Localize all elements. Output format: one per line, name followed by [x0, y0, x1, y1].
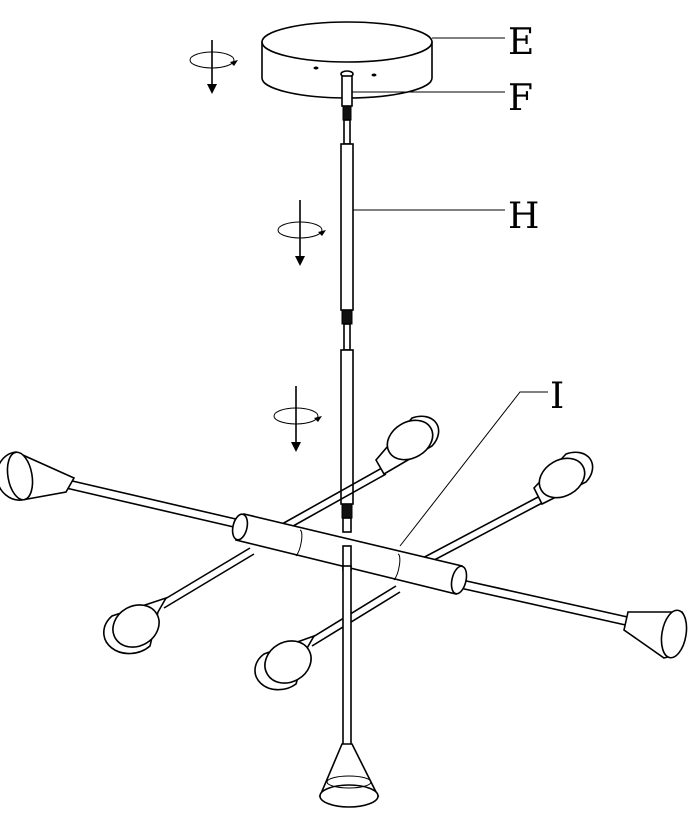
rotate-down-arrow-icon — [277, 200, 326, 266]
leader-line-I — [399, 391, 548, 547]
ceiling-canopy — [261, 21, 433, 99]
arm-hub — [231, 513, 468, 595]
label-I: I — [550, 376, 564, 417]
rotate-down-arrow-icon — [273, 386, 322, 452]
label-E: E — [508, 22, 534, 63]
front-arm-down — [318, 565, 380, 808]
label-F: F — [508, 78, 533, 119]
front-arm-mid — [254, 585, 401, 691]
label-H: H — [508, 196, 539, 237]
back-arm-upper — [281, 415, 440, 531]
front-arm-left — [103, 547, 255, 655]
upper-down-rod — [340, 119, 354, 325]
back-arm-right — [399, 451, 594, 577]
canopy-connector — [341, 75, 353, 121]
main-arm — [0, 451, 688, 659]
lower-down-rod — [340, 323, 354, 533]
rotate-down-arrow-icon — [189, 40, 238, 94]
